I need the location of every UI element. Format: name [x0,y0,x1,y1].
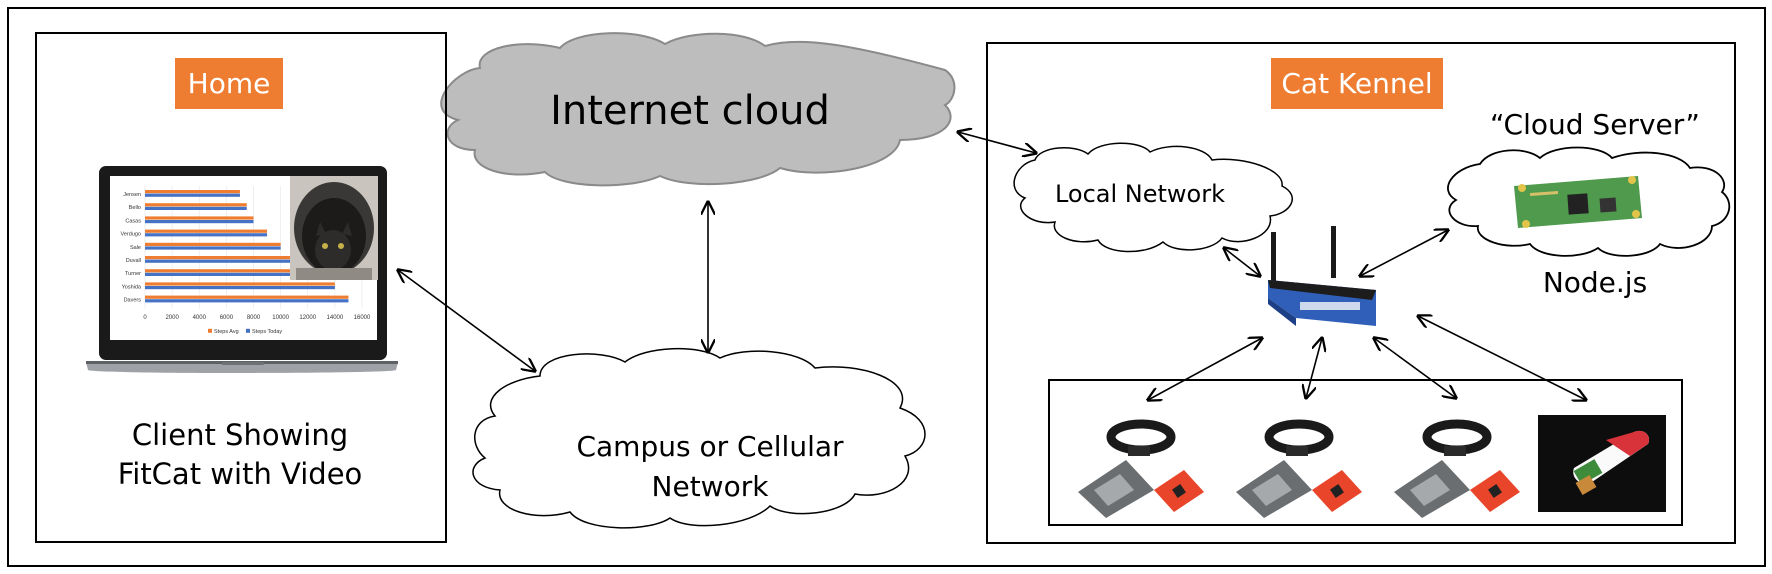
chart-category-label: Turner [125,271,141,277]
chart-legend-label: Steps Avg [214,329,239,335]
campus-cloud-label-line1: Campus or Cellular [576,430,844,463]
chart-xtick: 14000 [327,315,344,321]
chart-bar [145,206,247,210]
chart-bar [145,216,254,220]
chart-xtick: 2000 [165,315,179,321]
chart-category-label: Yoshida [122,284,142,290]
internet-cloud [440,32,956,187]
chart-bar [145,233,268,237]
chart-bar [145,256,295,260]
chart-bar [145,286,335,290]
outer-frame [7,7,1766,567]
cloud-server-label: “Cloud Server” [1490,108,1700,141]
connection-arrows [398,132,1586,400]
arrow-internet-localnet [958,132,1036,153]
raspberry-pi-zero [1514,176,1642,228]
chart-bar [145,242,281,246]
chart-xtick: 10000 [272,315,289,321]
chart-xtick: 12000 [299,315,316,321]
chart-bar [145,299,349,303]
devices-box [1048,379,1683,526]
chart-bar [145,246,281,250]
chart-category-label: Jensen [123,192,141,198]
arrow-router-device2 [1306,338,1322,398]
chart-bar [145,220,254,224]
chart-category-label: Duvall [126,258,141,264]
home-panel [35,32,447,543]
local-network-label: Local Network [1054,180,1226,208]
chart-bar [145,229,268,233]
chart-xtick: 8000 [247,315,261,321]
home-caption-line2: FitCat with Video [117,457,363,491]
campus-cloud-label-line2: Network [651,470,769,503]
home-caption-line1: Client Showing [131,418,349,452]
collar-buckle [1128,446,1150,456]
chart-legend-swatch [246,328,250,333]
internet-cloud-label: Internet cloud [550,88,830,134]
home-title-badge: Home [175,58,283,109]
kennel-panel [986,42,1736,544]
fitcat-collar-devices [1078,419,1520,518]
chart-legend-label: Steps Today [252,329,282,335]
chart-xtick: 16000 [354,315,371,321]
arrow-localnet-router [1224,248,1260,276]
chart-xtick: 0 [143,315,147,321]
chart-xtick: 6000 [220,315,234,321]
arrow-router-server [1360,230,1448,276]
cat-video-thumbnail [290,176,378,280]
chart-category-label: Verdugo [121,232,142,238]
collar-buckle [1286,446,1308,456]
chart-category-label: Sale [130,245,141,251]
collar-buckle [1444,446,1466,456]
chart-bar [145,272,315,276]
chart-category-label: Bello [129,205,141,211]
chart-legend-swatch [208,328,212,333]
chart-category-label: Davers [124,298,142,304]
chart-category-label: Casas [125,218,141,224]
pi-camera-module [1538,415,1666,512]
chart-bar [145,269,315,273]
arrow-laptop-campus [398,270,535,371]
chart-bar [145,190,240,194]
chart-xtick: 4000 [193,315,207,321]
local-network-cloud [1013,142,1293,253]
arrow-router-camera [1418,316,1586,400]
chart-bar [145,193,240,197]
steps-chart: 0 2000 4000 6000 8000 10000 12000 14000 16000 Jen… [121,186,371,335]
chart-bar [145,259,295,263]
chart-bar [145,203,247,207]
chart-bar [145,295,349,299]
nodejs-label: Node.js [1542,266,1648,299]
campus-cloud [472,347,926,529]
arrow-router-device1 [1148,338,1262,400]
kennel-title-badge: Cat Kennel [1271,58,1443,109]
wireless-router [1268,226,1376,326]
chart-bar [145,282,335,286]
